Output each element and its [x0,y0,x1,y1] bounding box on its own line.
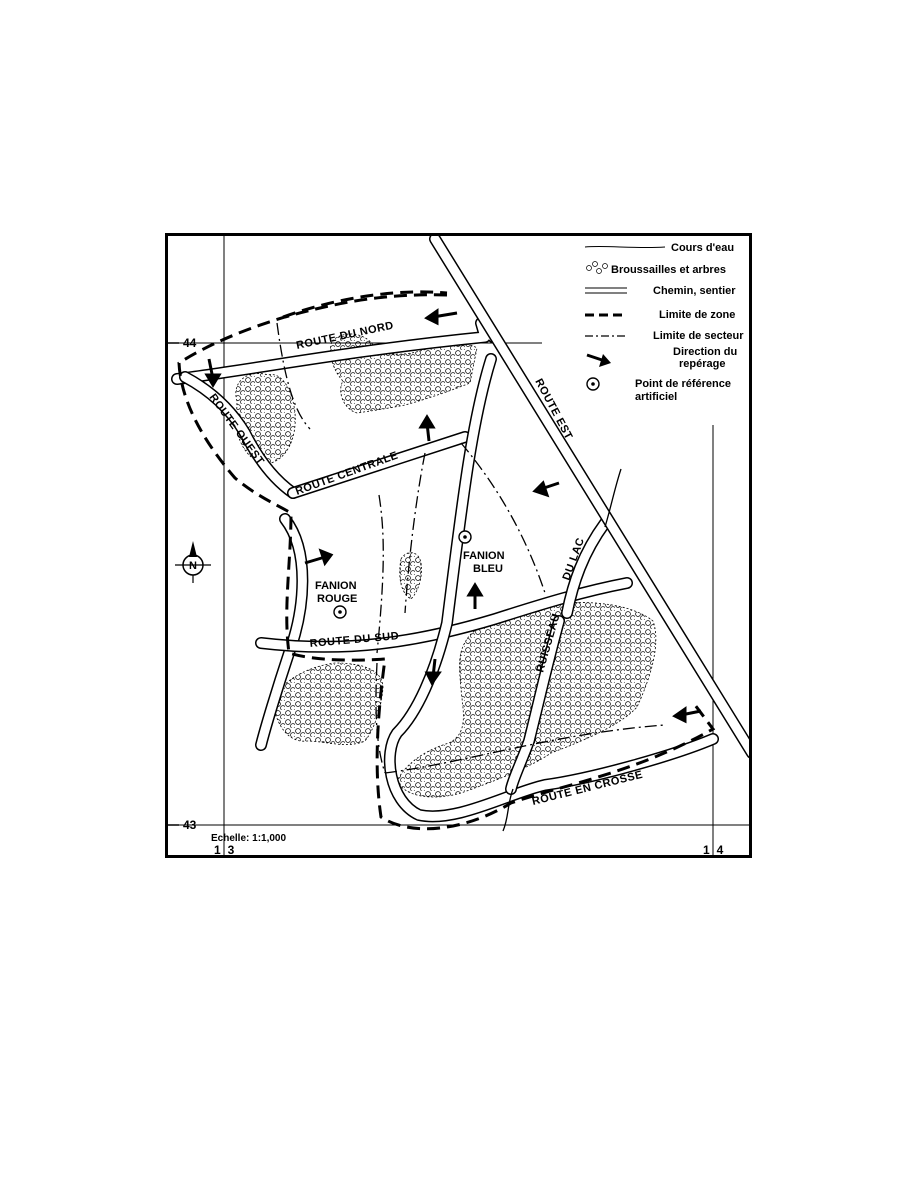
legend: Cours d'eau Broussailles et arbres Chemi… [581,235,749,425]
zone-limit [177,293,716,831]
stream-sud [502,788,514,832]
reference-point-icon [586,377,600,391]
reference-point-rouge [333,605,347,619]
legend-stream: Cours d'eau [671,242,734,254]
map-frame: ROUTE DU NORD ROUTE OUEST ROUTE CENTRALE… [165,233,752,858]
legend-refpoint-2: artificiel [635,391,677,403]
north-letter: N [189,560,197,572]
map-border [165,233,752,858]
legend-direction-2: repérage [679,358,725,370]
place-label-rouge-1: FANION [315,580,357,592]
direction-arrow-icon [586,353,611,367]
stream-lac [604,468,622,528]
grid-label-14: 14 [703,843,730,857]
sector-limits [276,322,666,774]
direction-arrows [204,308,702,724]
road-network [171,233,752,823]
brush-area-center [399,552,422,600]
zone-limit-north [282,290,448,319]
road-label-centrale: ROUTE CENTRALE [294,449,400,497]
legend-refpoint-1: Point de référence [635,378,731,390]
north-arrow-icon: N [175,541,211,583]
grid-label-43: 43 [183,818,197,832]
legend-path: Chemin, sentier [653,285,736,297]
brush-area-southeast [396,602,657,798]
legend-brush: Broussailles et arbres [611,264,726,276]
legend-zone-limit: Limite de zone [659,309,735,321]
place-label-rouge-2: ROUGE [317,593,357,605]
legend-direction-1: Direction du [673,346,737,358]
place-label-bleu-2: BLEU [473,563,503,575]
reference-point-bleu [458,530,472,544]
grid-label-44: 44 [183,336,197,350]
place-label-bleu-1: FANION [463,550,505,562]
legend-sector-limit: Limite de secteur [653,330,744,342]
grid-label-13: 13 [214,843,241,857]
brush-area-southwest [272,662,384,745]
scale-label: Echelle: 1:1,000 [211,833,286,844]
map-canvas: ROUTE DU NORD ROUTE OUEST ROUTE CENTRALE… [165,233,752,858]
brush-icon [586,261,608,274]
